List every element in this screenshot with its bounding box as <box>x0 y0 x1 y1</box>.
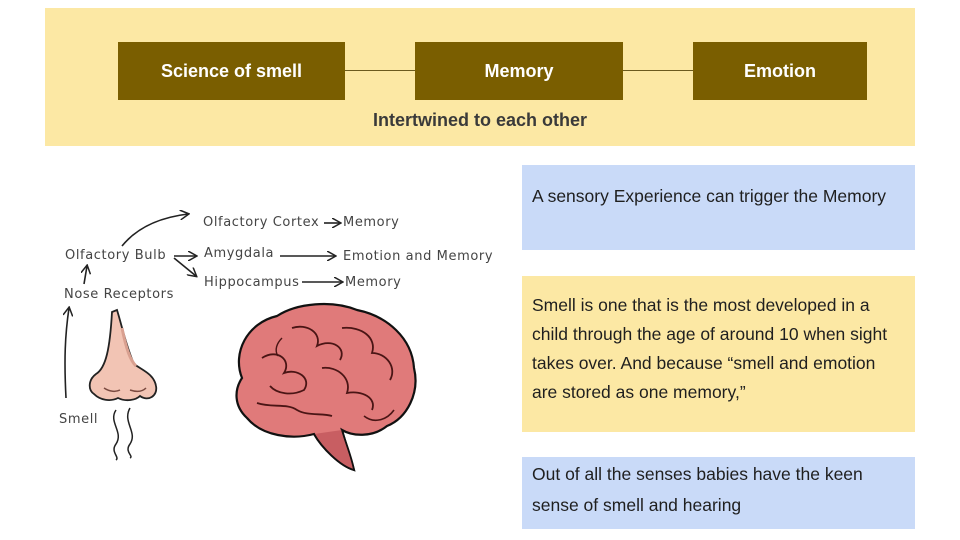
smell-pathway-diagram: Olfactory Cortex Memory Olfactory Bulb A… <box>40 160 510 530</box>
label-smell: Smell <box>59 412 99 427</box>
topic-science-of-smell: Science of smell <box>118 42 345 100</box>
connector-line-2 <box>623 70 693 71</box>
connector-line-1 <box>345 70 415 71</box>
label-olfactory-bulb: Olfactory Bulb <box>65 248 167 263</box>
label-memory-cortex: Memory <box>343 215 400 230</box>
arrow-bulb-to-cortex <box>121 214 188 247</box>
note-sensory-experience: A sensory Experience can trigger the Mem… <box>522 165 915 250</box>
topic-memory: Memory <box>415 42 623 100</box>
note-babies-senses: Out of all the senses babies have the ke… <box>522 457 915 529</box>
label-amygdala: Amygdala <box>204 246 275 261</box>
arrow-bulb-to-hippocampus <box>173 257 196 276</box>
pathway-arrows <box>40 160 510 461</box>
nose-illustration <box>88 308 158 402</box>
banner-subtitle: Intertwined to each other <box>372 110 588 130</box>
smell-wave-2 <box>127 407 133 459</box>
arrow-receptors-to-bulb <box>84 266 87 285</box>
brain-illustration <box>235 302 417 472</box>
label-memory-hippocampus: Memory <box>345 275 402 290</box>
label-nose-receptors: Nose Receptors <box>64 287 174 302</box>
topic-emotion: Emotion <box>693 42 867 100</box>
note-smell-development: Smell is one that is the most developed … <box>522 276 915 432</box>
label-olfactory-cortex: Olfactory Cortex <box>203 215 320 230</box>
label-hippocampus: Hippocampus <box>204 275 300 290</box>
smell-wave-1 <box>113 409 119 461</box>
label-emotion-and-memory: Emotion and Memory <box>343 249 494 264</box>
arrow-smell-to-receptors <box>65 308 69 399</box>
